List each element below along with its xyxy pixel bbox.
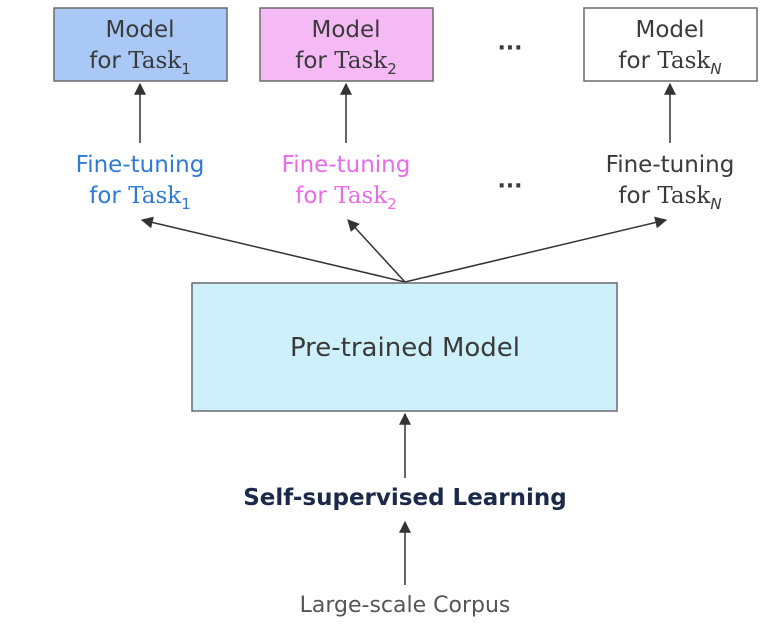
model-task2-label-line2: for Task2	[295, 48, 397, 78]
model-taskN-box	[583, 7, 758, 82]
finetune-taskN-label-line2: for TaskN	[618, 183, 721, 213]
arrow-pretrained-to-finetune1	[140, 216, 406, 283]
model-task2-box	[259, 7, 434, 82]
model-taskN-label: Model	[635, 17, 704, 43]
arrow-pretrained-to-finetune2	[347, 219, 406, 283]
model-task2-label: Model	[311, 17, 380, 43]
finetune-task1-label-line2: for Task1	[89, 183, 191, 213]
model-task1-label-line2: for Task1	[89, 48, 191, 78]
finetune-task2-label: Fine-tuning	[282, 152, 411, 178]
pretrained-model-label: Pre-trained Model	[290, 333, 520, 363]
model-task1-box	[53, 7, 228, 82]
ssl-label: Self-supervised Learning	[243, 485, 567, 511]
model-taskN-label-line2: for TaskN	[618, 48, 721, 78]
finetune-taskN-label: Fine-tuning	[606, 152, 735, 178]
arrow-pretrained-to-finetuneN	[404, 216, 668, 283]
finetune-task2-label-line2: for Task2	[295, 183, 397, 213]
pretrained-model-box	[191, 282, 618, 412]
corpus-label: Large-scale Corpus	[300, 593, 511, 618]
model-task1-label: Model	[105, 17, 174, 43]
model-ellipsis: ···	[497, 36, 522, 61]
finetune-task1-label: Fine-tuning	[76, 152, 205, 178]
finetune-ellipsis: ···	[497, 174, 522, 199]
